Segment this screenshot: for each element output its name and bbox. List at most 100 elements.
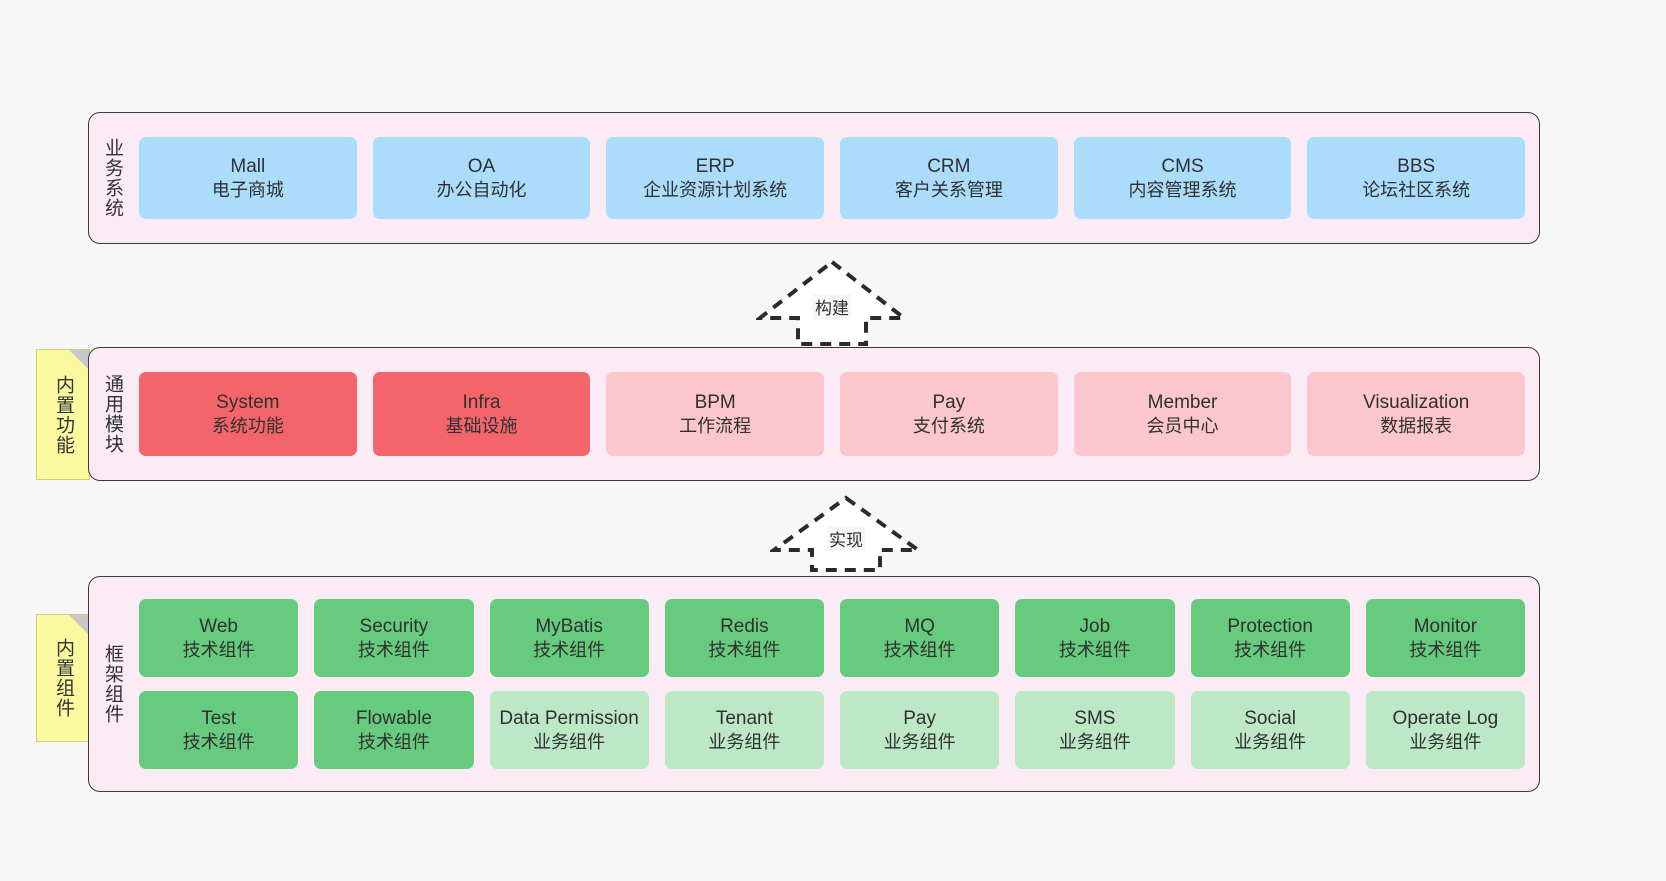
card-mybatis[interactable]: MyBatis 技术组件 xyxy=(489,599,649,677)
card-title-cn: 技术组件 xyxy=(357,639,430,660)
card-title-cn: 数据报表 xyxy=(1380,415,1453,436)
card-title-en: CRM xyxy=(927,155,971,177)
card-title-en: Job xyxy=(1079,615,1111,637)
card-title-en: Tenant xyxy=(715,707,773,729)
card-title-cn: 技术组件 xyxy=(182,639,255,660)
layer-framework-components: 框架组件 Web 技术组件 Security 技术组件 MyBatis 技术组件… xyxy=(88,576,1540,792)
card-web[interactable]: Web 技术组件 xyxy=(139,599,299,677)
card-title-en: Flowable xyxy=(355,707,432,729)
layer-body-framework-components: Web 技术组件 Security 技术组件 MyBatis 技术组件 Redi… xyxy=(135,577,1539,791)
card-row: System 系统功能 Infra 基础设施 BPM 工作流程 Pay 支付系统… xyxy=(139,372,1526,456)
card-visualization[interactable]: Visualization 数据报表 xyxy=(1307,372,1526,456)
card-title-cn: 技术组件 xyxy=(883,639,956,660)
card-mq[interactable]: MQ 技术组件 xyxy=(840,599,1000,677)
card-title-cn: 支付系统 xyxy=(912,415,985,436)
note-builtin-functions: 内置功能 xyxy=(36,349,90,480)
layer-title-framework-components: 框架组件 xyxy=(102,644,124,724)
card-monitor[interactable]: Monitor 技术组件 xyxy=(1365,599,1525,677)
card-bbs[interactable]: BBS 论坛社区系统 xyxy=(1307,137,1526,219)
card-title-cn: 工作流程 xyxy=(679,415,752,436)
connector-label-implement: 实现 xyxy=(827,526,865,551)
layer-common-modules: 通用模块 System 系统功能 Infra 基础设施 BPM 工作流程 Pay… xyxy=(88,347,1540,481)
card-cms[interactable]: CMS 内容管理系统 xyxy=(1073,137,1292,219)
card-title-cn: 论坛社区系统 xyxy=(1362,179,1471,200)
card-title-en: Pay xyxy=(903,707,936,729)
card-operate-log[interactable]: Operate Log 业务组件 xyxy=(1365,691,1525,769)
card-title-en: Protection xyxy=(1227,615,1313,637)
card-title-en: Web xyxy=(199,615,238,637)
card-title-cn: 技术组件 xyxy=(182,731,255,752)
card-title-cn: 业务组件 xyxy=(1409,731,1482,752)
card-protection[interactable]: Protection 技术组件 xyxy=(1190,599,1350,677)
card-pay[interactable]: Pay 支付系统 xyxy=(840,372,1058,456)
card-title-en: BPM xyxy=(694,391,736,413)
card-title-cn: 业务组件 xyxy=(1234,731,1307,752)
card-title-en: Redis xyxy=(720,615,769,637)
card-title-cn: 技术组件 xyxy=(533,639,606,660)
card-security[interactable]: Security 技术组件 xyxy=(314,599,474,677)
layer-body-business-system: Mall 电子商城 OA 办公自动化 ERP 企业资源计划系统 CRM 客户关系… xyxy=(135,113,1539,243)
note-builtin-components: 内置组件 xyxy=(36,614,90,742)
note-fold-corner-icon xyxy=(69,350,89,370)
card-title-en: Operate Log xyxy=(1392,707,1499,729)
card-title-cn: 办公自动化 xyxy=(436,179,527,200)
card-title-en: MyBatis xyxy=(535,615,603,637)
card-title-cn: 技术组件 xyxy=(1234,639,1307,660)
card-row-tech: Web 技术组件 Security 技术组件 MyBatis 技术组件 Redi… xyxy=(139,599,1525,677)
note-fold-corner-icon xyxy=(69,615,89,635)
card-job[interactable]: Job 技术组件 xyxy=(1015,599,1175,677)
card-title-cn: 业务组件 xyxy=(708,731,781,752)
card-title-en: Test xyxy=(201,707,237,729)
card-row: Mall 电子商城 OA 办公自动化 ERP 企业资源计划系统 CRM 客户关系… xyxy=(139,137,1526,219)
connector-implement: 实现 xyxy=(767,494,925,572)
card-title-en: Mall xyxy=(230,155,266,177)
card-title-cn: 技术组件 xyxy=(708,639,781,660)
card-title-cn: 内容管理系统 xyxy=(1128,179,1237,200)
card-title-cn: 技术组件 xyxy=(1058,639,1131,660)
card-title-en: Pay xyxy=(932,391,966,413)
card-test[interactable]: Test 技术组件 xyxy=(139,691,299,769)
connector-label-build: 构建 xyxy=(813,294,851,319)
card-title-cn: 电子商城 xyxy=(211,179,284,200)
card-title-cn: 业务组件 xyxy=(533,731,606,752)
card-title-en: Social xyxy=(1244,707,1296,729)
card-title-cn: 技术组件 xyxy=(1409,639,1482,660)
card-row-business: Test 技术组件 Flowable 技术组件 Data Permission … xyxy=(139,691,1525,769)
card-title-en: System xyxy=(216,391,280,413)
card-title-cn: 会员中心 xyxy=(1146,415,1219,436)
card-title-en: SMS xyxy=(1074,707,1116,729)
card-title-cn: 基础设施 xyxy=(445,415,518,436)
layer-title-common-modules: 通用模块 xyxy=(102,374,124,454)
note-label: 内置功能 xyxy=(53,374,75,455)
card-mall[interactable]: Mall 电子商城 xyxy=(139,137,357,219)
card-title-cn: 系统功能 xyxy=(211,415,284,436)
layer-body-common-modules: System 系统功能 Infra 基础设施 BPM 工作流程 Pay 支付系统… xyxy=(135,348,1539,480)
card-title-en: ERP xyxy=(695,155,735,177)
card-title-cn: 客户关系管理 xyxy=(894,179,1003,200)
card-sms[interactable]: SMS 业务组件 xyxy=(1015,691,1175,769)
card-title-en: MQ xyxy=(904,615,935,637)
note-label: 内置组件 xyxy=(53,638,75,718)
card-title-en: Infra xyxy=(462,391,501,413)
card-erp[interactable]: ERP 企业资源计划系统 xyxy=(606,137,825,219)
card-flowable[interactable]: Flowable 技术组件 xyxy=(314,691,474,769)
card-member[interactable]: Member 会员中心 xyxy=(1073,372,1292,456)
card-pay-component[interactable]: Pay 业务组件 xyxy=(840,691,1000,769)
card-title-en: OA xyxy=(467,155,496,177)
card-title-en: Monitor xyxy=(1413,615,1478,637)
card-oa[interactable]: OA 办公自动化 xyxy=(372,137,591,219)
card-social[interactable]: Social 业务组件 xyxy=(1190,691,1350,769)
card-data-permission[interactable]: Data Permission 业务组件 xyxy=(489,691,649,769)
card-tenant[interactable]: Tenant 业务组件 xyxy=(664,691,824,769)
card-crm[interactable]: CRM 客户关系管理 xyxy=(840,137,1058,219)
card-infra[interactable]: Infra 基础设施 xyxy=(372,372,591,456)
card-redis[interactable]: Redis 技术组件 xyxy=(664,599,824,677)
card-title-en: Member xyxy=(1147,391,1218,413)
card-title-cn: 技术组件 xyxy=(357,731,430,752)
card-title-cn: 业务组件 xyxy=(1058,731,1131,752)
card-title-en: Data Permission xyxy=(499,707,639,729)
card-system[interactable]: System 系统功能 xyxy=(139,372,357,456)
card-bpm[interactable]: BPM 工作流程 xyxy=(606,372,825,456)
card-title-en: Security xyxy=(359,615,429,637)
card-title-en: CMS xyxy=(1161,155,1204,177)
